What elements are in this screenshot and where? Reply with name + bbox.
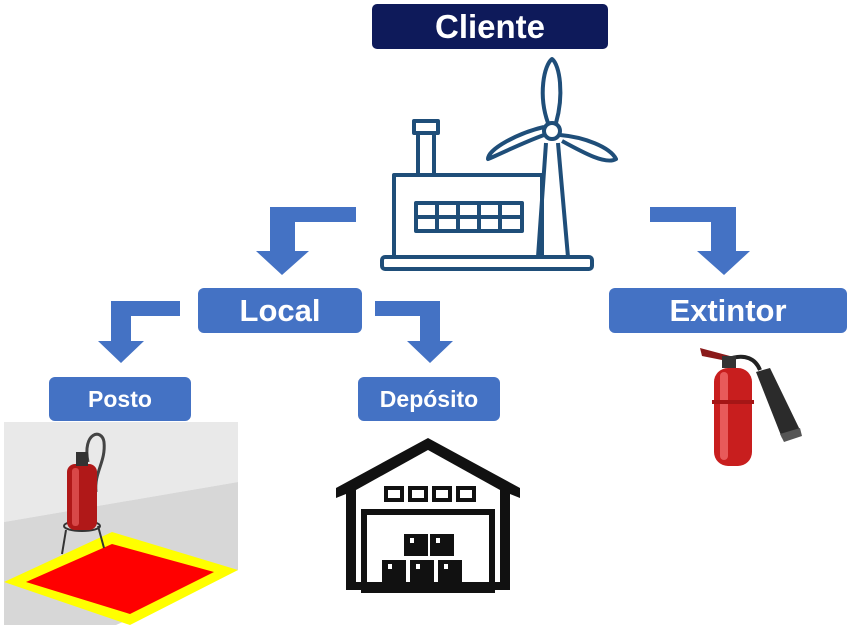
fire-extinguisher-icon bbox=[700, 348, 802, 466]
arrow-local-to-posto bbox=[98, 301, 180, 363]
fire-extinguisher-station-icon bbox=[4, 422, 238, 625]
node-local-label: Local bbox=[239, 292, 321, 328]
warehouse-icon bbox=[336, 438, 520, 593]
node-cliente-label: Cliente bbox=[434, 7, 546, 45]
factory-wind-turbine-icon bbox=[380, 57, 618, 271]
arrow-cliente-to-local bbox=[256, 207, 356, 275]
node-posto: Posto bbox=[49, 377, 191, 421]
node-extintor-label: Extintor bbox=[669, 292, 787, 328]
node-extintor: Extintor bbox=[609, 288, 847, 333]
node-posto-label: Posto bbox=[88, 385, 152, 412]
node-cliente: Cliente bbox=[372, 4, 608, 49]
arrow-local-to-deposito bbox=[375, 301, 453, 363]
node-deposito-label: Depósito bbox=[379, 385, 479, 412]
arrow-cliente-to-extintor bbox=[650, 207, 750, 275]
node-local: Local bbox=[198, 288, 362, 333]
node-deposito: Depósito bbox=[358, 377, 500, 421]
